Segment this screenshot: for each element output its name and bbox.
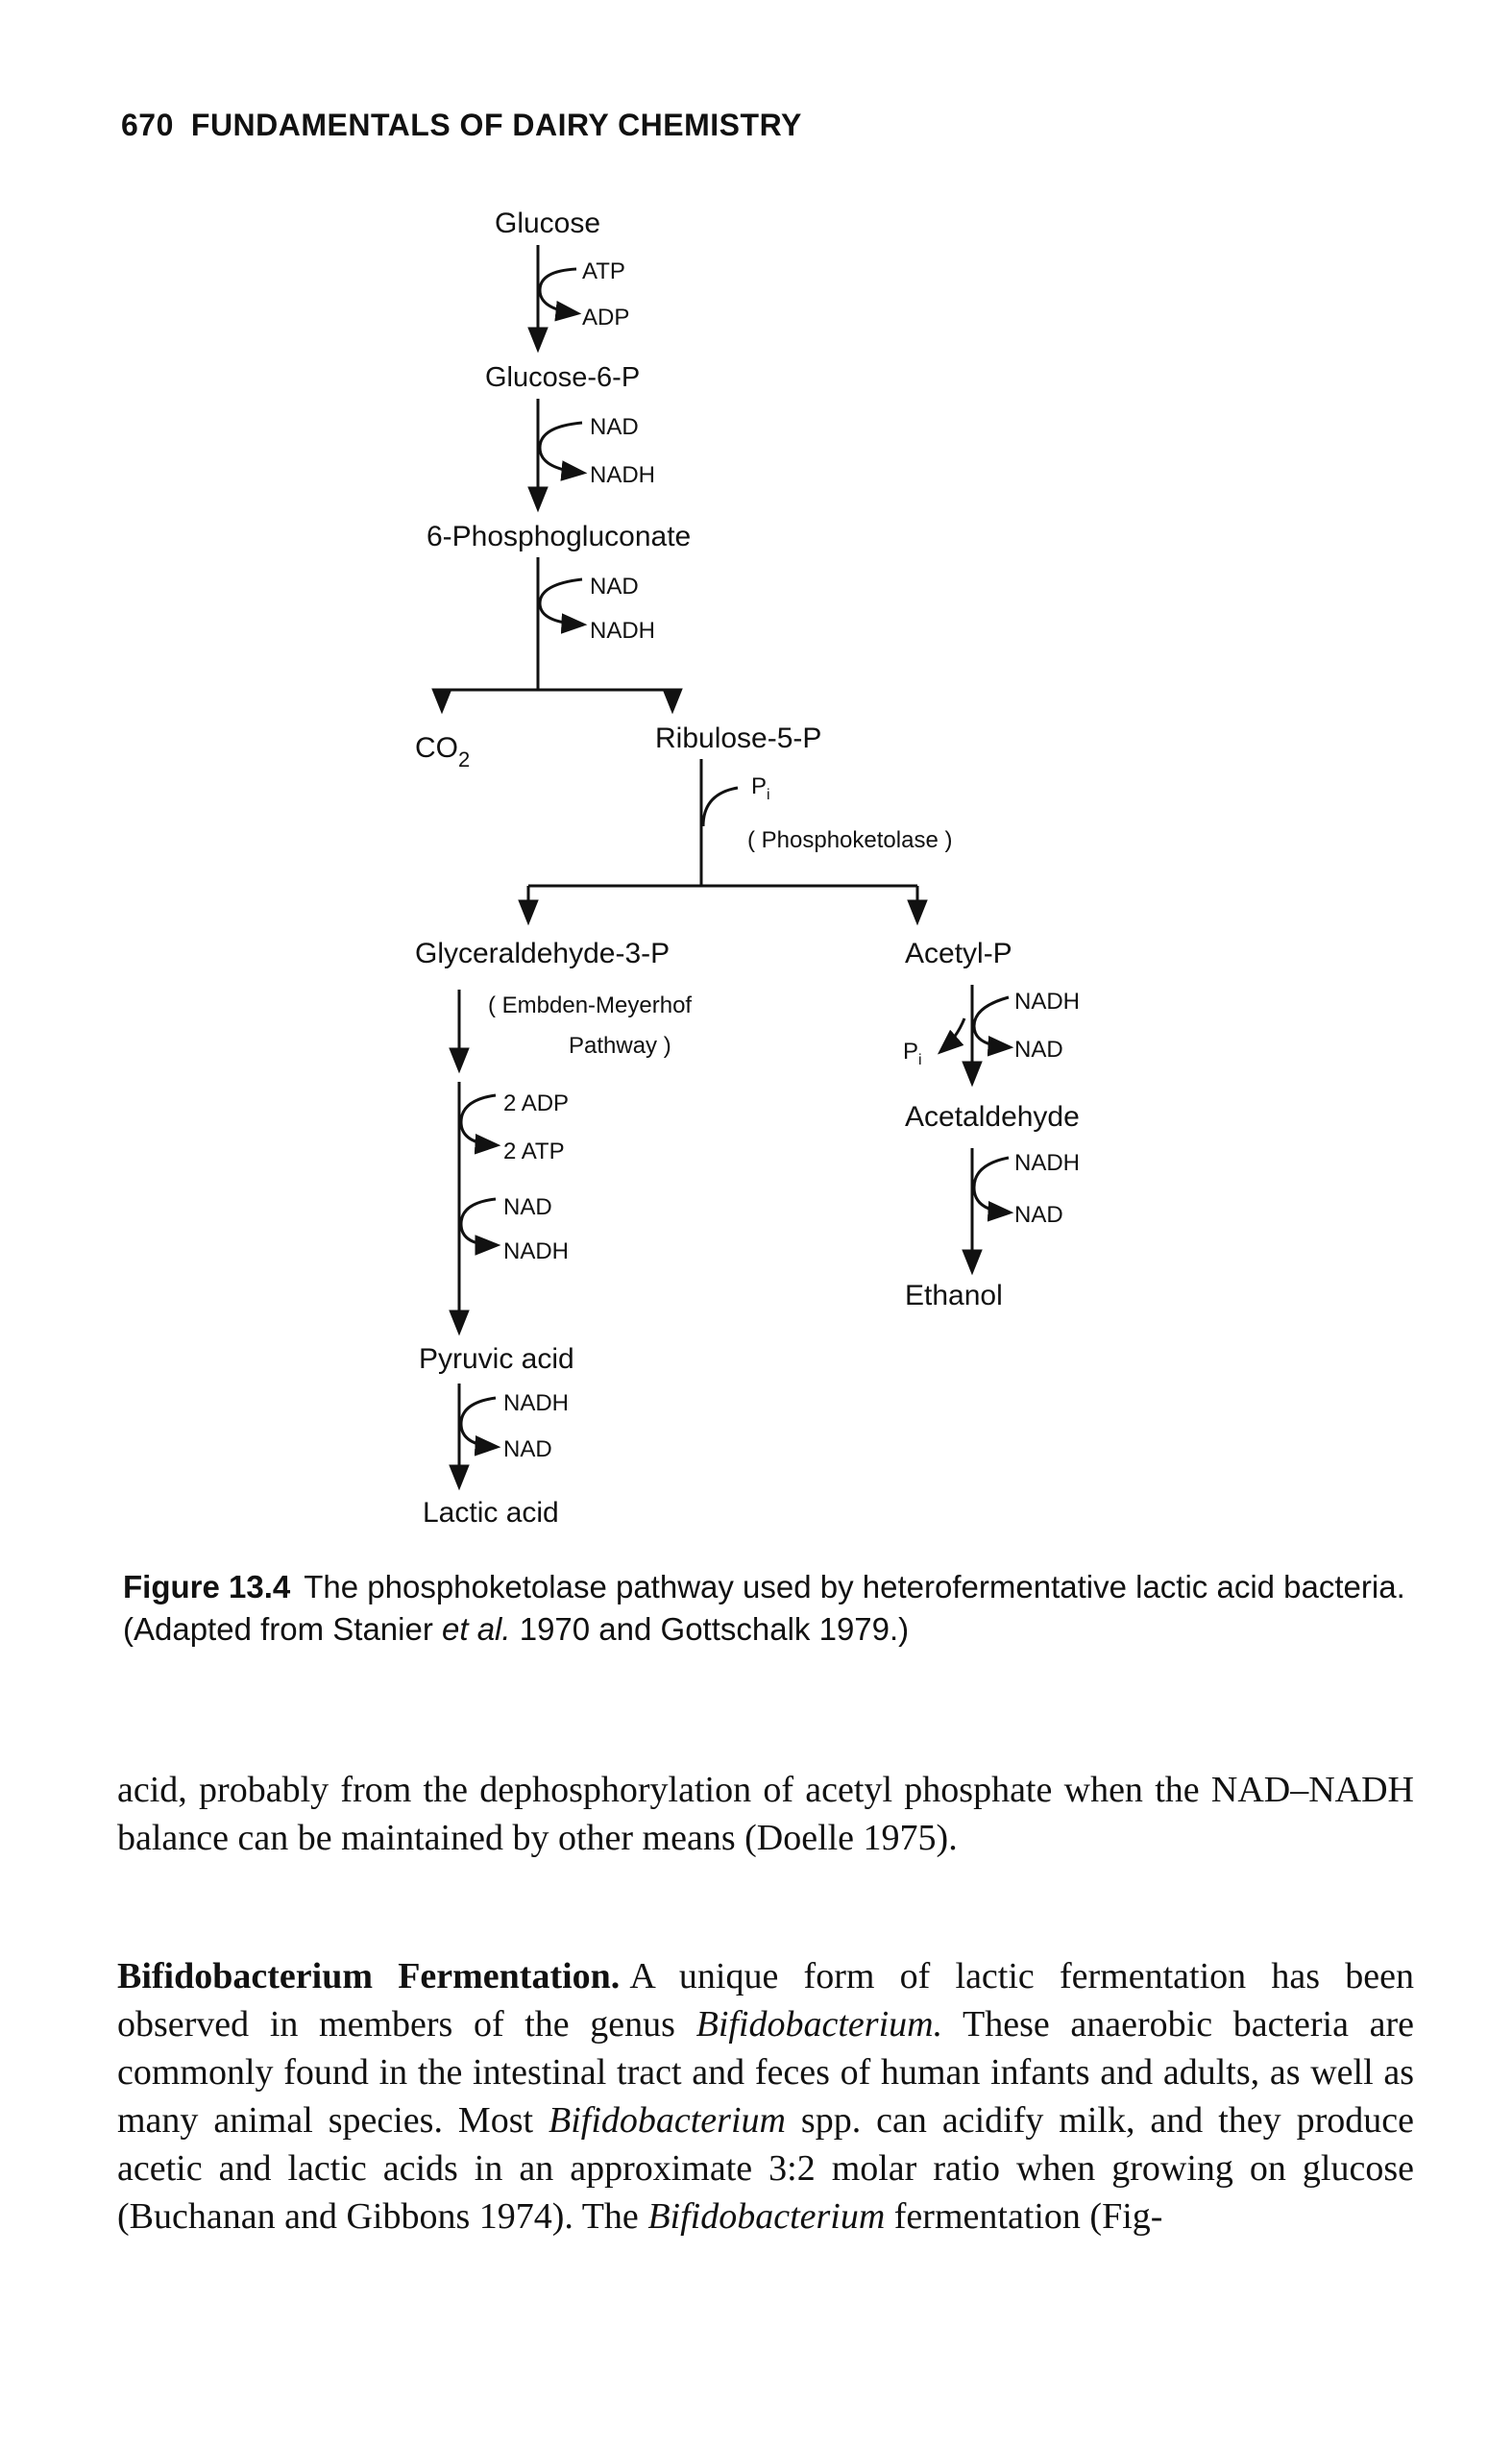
label-glucose-6-p: Glucose-6-P: [485, 362, 640, 393]
genus-name-2: Bifidobacterium: [549, 2100, 786, 2141]
label-atp: ATP: [582, 258, 625, 284]
label-acetaldehyde: Acetaldehyde: [905, 1101, 1080, 1133]
label-nadh-6: NADH: [1014, 1150, 1080, 1176]
label-phosphoketolase: ( Phosphoketolase ): [747, 827, 952, 853]
label-ribulose-5-p: Ribulose-5-P: [655, 722, 821, 754]
label-nad-3: NAD: [503, 1194, 552, 1220]
label-ethanol: Ethanol: [905, 1280, 1003, 1311]
label-nadh-1: NADH: [590, 462, 655, 488]
label-lactic-acid: Lactic acid: [423, 1497, 559, 1529]
paragraph-continuation: acid, probably from the dephosphorylatio…: [117, 1770, 1414, 1858]
label-pathway: Pathway ): [569, 1033, 671, 1059]
label-pyruvic-acid: Pyruvic acid: [419, 1343, 574, 1375]
section-run-in-heading: Bifidobacterium Fermentation.: [117, 1956, 621, 1996]
label-2-adp: 2 ADP: [503, 1090, 569, 1116]
label-pi-1: Pi: [751, 773, 770, 803]
label-nadh-3: NADH: [503, 1238, 569, 1264]
running-title: FUNDAMENTALS OF DAIRY CHEMISTRY: [190, 108, 802, 142]
figure-label: Figure 13.4: [123, 1569, 291, 1604]
paragraph-text-2: These anaerobic bacteria are commonly fo…: [117, 2004, 1414, 2141]
label-glucose: Glucose: [495, 208, 600, 239]
label-glyceraldehyde-3-p: Glyceraldehyde-3-P: [415, 938, 670, 969]
label-nad-2: NAD: [590, 574, 639, 600]
label-nadh-5: NADH: [1014, 989, 1080, 1015]
label-embden-meyerhof: ( Embden-Meyerhof: [488, 992, 692, 1018]
paragraph-bifidobacterium: Bifidobacterium Fermentation.A unique fo…: [117, 1952, 1414, 2241]
genus-name-1: Bifidobacterium.: [695, 2004, 943, 2045]
paragraph-text-3: spp. can acidify milk, and they produce …: [117, 2100, 1414, 2237]
phosphoketolase-pathway-diagram: Glucose ATP ADP Glucose-6-P NAD NADH 6-P…: [415, 208, 1080, 1529]
caption-text-end: 1970 and Gottschalk 1979.): [510, 1611, 910, 1647]
label-nadh-2: NADH: [590, 618, 655, 644]
running-header: 670 FUNDAMENTALS OF DAIRY CHEMISTRY: [121, 108, 802, 143]
label-2-atp: 2 ATP: [503, 1139, 565, 1164]
paragraph-text-4: fermentation (Fig-: [885, 2196, 1163, 2237]
label-pi-2: Pi: [903, 1039, 922, 1068]
label-nad-4: NAD: [503, 1436, 552, 1462]
label-nadh-4: NADH: [503, 1390, 569, 1416]
label-adp: ADP: [582, 305, 629, 331]
label-acetyl-p: Acetyl-P: [905, 938, 1012, 969]
label-co2: CO2: [415, 732, 470, 771]
label-nad-6: NAD: [1014, 1202, 1063, 1228]
caption-et-al: et al.: [442, 1611, 511, 1647]
page-number: 670: [121, 108, 174, 142]
caption-text: The phosphoketolase pathway used by hete…: [123, 1569, 1405, 1647]
label-nad-5: NAD: [1014, 1037, 1063, 1063]
paragraph-text-1: A unique form of lactic fermentation has…: [117, 1956, 1414, 2045]
genus-name-3: Bifidobacterium: [647, 2196, 886, 2237]
label-6-phosphogluconate: 6-Phosphogluconate: [427, 521, 691, 552]
label-nad-1: NAD: [590, 414, 639, 440]
